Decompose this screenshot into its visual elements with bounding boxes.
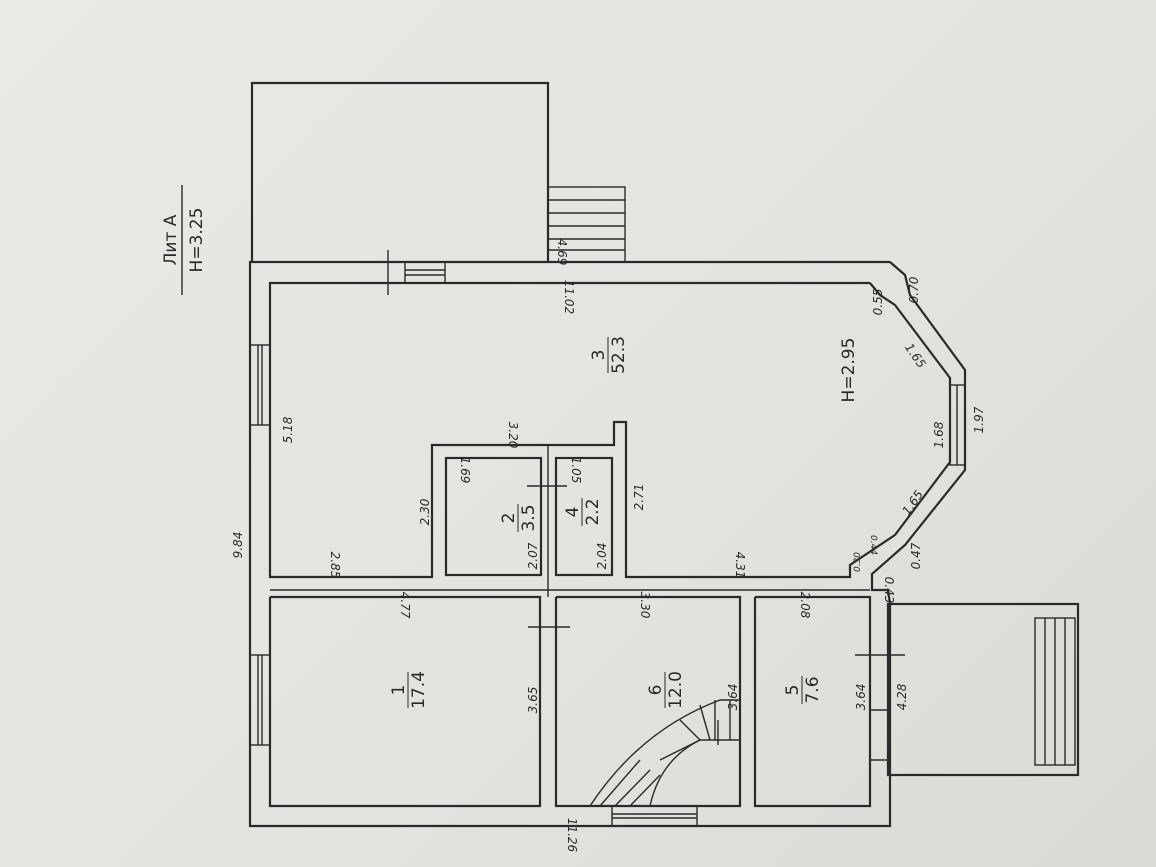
inner-wall xyxy=(268,281,952,579)
svg-text:5: 5 xyxy=(783,685,803,696)
svg-text:3.64: 3.64 xyxy=(726,684,740,711)
svg-text:0.44: 0.44 xyxy=(868,535,878,555)
title-name: Лит А xyxy=(161,214,181,265)
svg-text:3.5: 3.5 xyxy=(519,504,539,531)
svg-text:0.55: 0.55 xyxy=(871,289,885,316)
svg-text:4.69: 4.69 xyxy=(555,239,569,266)
svg-text:7.6: 7.6 xyxy=(803,676,823,703)
svg-text:12.0: 12.0 xyxy=(666,671,686,709)
svg-text:1.05: 1.05 xyxy=(569,457,583,484)
outer-wall xyxy=(248,260,967,828)
svg-text:1.68: 1.68 xyxy=(932,421,946,448)
dimension-labels: 9.84 5.18 2.30 2.07 2.04 2.71 3.65 3.64 … xyxy=(231,239,986,853)
svg-text:0.47: 0.47 xyxy=(909,542,923,569)
svg-text:3.65: 3.65 xyxy=(526,687,540,714)
svg-text:6: 6 xyxy=(646,685,666,696)
room-3-height: H=2.95 xyxy=(839,338,859,403)
svg-text:9.84: 9.84 xyxy=(231,532,245,559)
svg-text:4.77: 4.77 xyxy=(398,592,412,619)
svg-text:2.85: 2.85 xyxy=(328,552,342,579)
svg-text:3.30: 3.30 xyxy=(638,592,652,619)
svg-text:11.02: 11.02 xyxy=(562,280,576,314)
svg-text:3: 3 xyxy=(589,350,609,361)
svg-text:2.07: 2.07 xyxy=(526,542,540,569)
svg-text:2.04: 2.04 xyxy=(595,543,609,570)
title-height: H=3.25 xyxy=(187,208,207,273)
svg-text:4.31: 4.31 xyxy=(733,552,747,579)
svg-text:2: 2 xyxy=(499,513,519,524)
svg-text:1: 1 xyxy=(389,685,409,696)
svg-text:4: 4 xyxy=(563,507,583,518)
porch-stairs xyxy=(1034,617,1076,766)
annex-outline xyxy=(250,81,550,262)
svg-text:17.4: 17.4 xyxy=(409,671,429,709)
room-6-outline xyxy=(554,595,742,808)
svg-text:0.43: 0.43 xyxy=(882,577,896,604)
svg-text:2.71: 2.71 xyxy=(632,484,646,511)
svg-text:4.28: 4.28 xyxy=(895,683,909,710)
room-4-outline xyxy=(554,456,614,577)
svg-text:2.2: 2.2 xyxy=(583,498,603,525)
svg-text:1.69: 1.69 xyxy=(458,457,472,484)
svg-text:1.97: 1.97 xyxy=(972,406,986,433)
svg-text:0.30: 0.30 xyxy=(853,552,863,572)
windows xyxy=(249,250,966,827)
svg-text:0.70: 0.70 xyxy=(907,276,921,303)
room-5-outline xyxy=(753,595,872,808)
svg-text:3.20: 3.20 xyxy=(506,422,520,449)
svg-text:5.18: 5.18 xyxy=(281,416,295,443)
svg-text:1.65: 1.65 xyxy=(899,488,926,518)
svg-text:2.08: 2.08 xyxy=(798,592,812,619)
right-porch-outline xyxy=(886,602,1080,777)
svg-text:11.26: 11.26 xyxy=(565,818,579,853)
svg-text:52.3: 52.3 xyxy=(609,336,629,374)
title-block: Лит А H=3.25 xyxy=(161,185,207,295)
room-1-outline xyxy=(268,595,542,808)
svg-text:3.64: 3.64 xyxy=(854,684,868,711)
svg-text:2.30: 2.30 xyxy=(418,498,432,525)
room-2-outline xyxy=(444,456,543,577)
interior-stairs xyxy=(589,699,740,807)
